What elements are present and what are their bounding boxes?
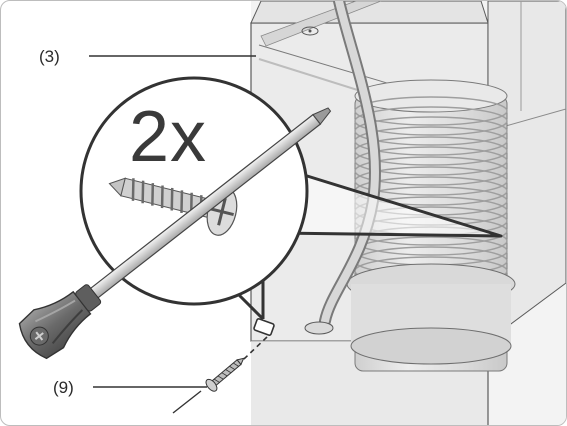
callout-label-9: (9)	[53, 378, 74, 397]
coil-ring	[354, 96, 508, 126]
coil-ring	[354, 126, 508, 156]
coil-ring	[354, 156, 508, 186]
screwdriver-icon	[18, 107, 332, 360]
coil-ring	[354, 136, 508, 166]
screw-count-label: 2x	[129, 97, 208, 177]
hose	[304, 1, 381, 335]
screw-icon	[205, 357, 245, 392]
screw-insert-path	[222, 336, 268, 380]
callout-label-3: (3)	[39, 47, 60, 66]
coil-ring	[354, 166, 508, 196]
coil-ring	[354, 146, 508, 176]
coil-ring	[354, 106, 508, 136]
coil-ring	[354, 116, 508, 146]
